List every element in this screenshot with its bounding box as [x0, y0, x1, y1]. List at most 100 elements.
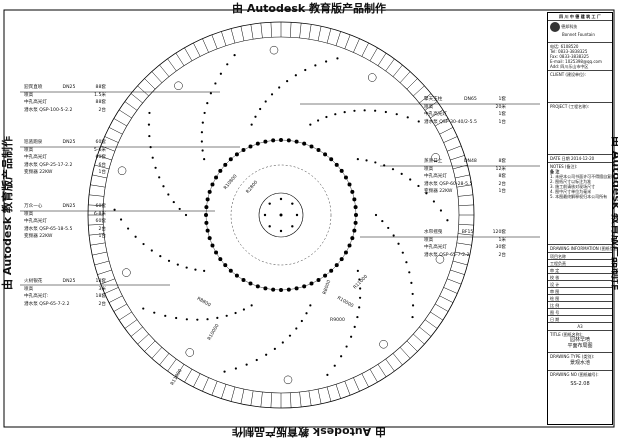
nozzle-dot: [350, 236, 355, 241]
curtain-nozzle-segment: [221, 384, 227, 399]
nozzle-dot: [263, 139, 268, 144]
central-jet: [279, 213, 283, 217]
spiral-nozzle-dot: [154, 166, 157, 169]
contact-line: Fax: 0833-3838325: [550, 54, 589, 59]
legend-cell: 2台: [498, 252, 506, 258]
curtain-nozzle-segment: [92, 251, 107, 256]
spiral-nozzle-dot: [350, 335, 353, 338]
nozzle-dot: [207, 236, 212, 241]
curtain-nozzle-segment: [89, 194, 105, 197]
curtain-nozzle-segment: [392, 64, 403, 77]
legend-title-cell: DN48: [464, 159, 477, 164]
spiral-nozzle-dot: [417, 184, 420, 188]
spiral-nozzle-dot: [147, 123, 151, 126]
nozzle-dot: [271, 287, 276, 292]
spiral-nozzle-dot: [159, 255, 162, 258]
spiral-nozzle-dot: [175, 316, 178, 320]
legend-row: 喷高 20米: [424, 104, 506, 112]
drawing-type: 景观水池: [569, 360, 590, 366]
curtain-nozzle-segment: [100, 145, 115, 152]
curtain-nozzle-segment: [167, 58, 177, 72]
spiral-nozzle-dot: [194, 268, 197, 271]
legend-cell: 60套: [95, 155, 106, 160]
spiral-nozzle-dot: [209, 92, 212, 95]
spiral-nozzle-dot: [265, 353, 268, 356]
curtain-nozzle-segment: [385, 358, 395, 372]
curtain-nozzle-segment: [108, 127, 123, 135]
curtain-nozzle-segment: [92, 174, 107, 179]
curtain-nozzle-segment: [94, 260, 110, 266]
contact-line: 电话: 6108520: [550, 44, 579, 49]
legend-title-cell: 蒸蒸日上: [424, 159, 443, 164]
legend-cell: 2台: [98, 226, 106, 232]
curtain-nozzle-segment: [250, 390, 254, 406]
type-label: DRAWING TYPE (类别):: [550, 354, 595, 359]
legend-title-cell: DN25: [62, 140, 76, 145]
curtain-nozzle-segment: [335, 31, 341, 46]
nozzle-dot: [214, 250, 219, 255]
curtain-nozzle-segment: [221, 31, 227, 46]
spiral-nozzle-dot: [142, 242, 145, 246]
spiral-nozzle-dot: [400, 172, 403, 175]
spiral-nozzle-dot: [226, 63, 229, 66]
spiral-nozzle-dot: [410, 281, 413, 284]
nozzle-dot: [228, 157, 233, 162]
info-row: 工程负责: [548, 260, 612, 267]
spiral-nozzle-dot: [203, 158, 206, 161]
company-name-en: Bonnet Fountain: [562, 32, 595, 37]
spiral-nozzle-dot: [343, 111, 346, 114]
legend-cell: 潜水泵 QSP-25-17-2.2: [24, 162, 73, 168]
drawing-no: SS-2.08: [570, 381, 590, 387]
spiral-nozzle-dot: [358, 278, 361, 281]
dashed-ring: [230, 164, 332, 266]
legend-cell: 6台: [98, 162, 106, 168]
curtain-nozzle-segment: [159, 353, 170, 366]
nozzle-dot: [204, 205, 209, 210]
spiral-nozzle-dot: [333, 364, 336, 367]
nozzle-dot: [210, 243, 215, 248]
curtain-nozzle-segment: [443, 287, 458, 294]
nozzle-dot: [218, 168, 223, 173]
nozzle-dot: [205, 197, 210, 202]
legend-cell: 60套: [95, 219, 106, 224]
curtain-nozzle-segment: [430, 311, 443, 321]
spiral-nozzle-dot: [316, 119, 320, 122]
spiral-nozzle-dot: [148, 134, 151, 138]
nozzle-dot: [347, 182, 352, 187]
spiral-nozzle-dot: [358, 296, 362, 299]
legend-cell: 1米: [498, 237, 506, 243]
spiral-nozzle-dot: [250, 123, 253, 126]
legend-cell: 12米: [495, 166, 506, 172]
curtain-nozzle-segment: [202, 38, 209, 53]
jet-ring-icon: [435, 255, 445, 264]
legend-cell: 1台: [498, 119, 506, 125]
legend-cell: 20米: [495, 104, 506, 110]
legend-cell: 喷高: [24, 211, 34, 217]
curtain-nozzle-segment: [250, 24, 254, 40]
company-name: 德邦科技: [561, 24, 578, 29]
curtain-nozzle-segment: [353, 377, 360, 392]
curtain-nozzle-segment: [144, 78, 156, 90]
jet-ring-icon: [117, 166, 127, 175]
legend-cell: 潜水泵 QSP-65-18-5.5: [24, 226, 73, 232]
curtain-nozzle-segment: [419, 93, 432, 104]
spiral-nozzle-dot: [446, 219, 449, 222]
legend-cell: 喷高: [424, 104, 434, 110]
curtain-nozzle-segment: [89, 233, 105, 236]
curtain-nozzle-segment: [456, 242, 472, 246]
curtain-nozzle-segment: [211, 381, 218, 396]
nozzle-dot: [339, 257, 344, 262]
legend-cell: 中孔高光灯: [424, 112, 447, 117]
nozzle-dot: [286, 287, 291, 292]
curtain-nozzle-segment: [385, 58, 395, 72]
spiral-nozzle-dot: [406, 116, 409, 119]
